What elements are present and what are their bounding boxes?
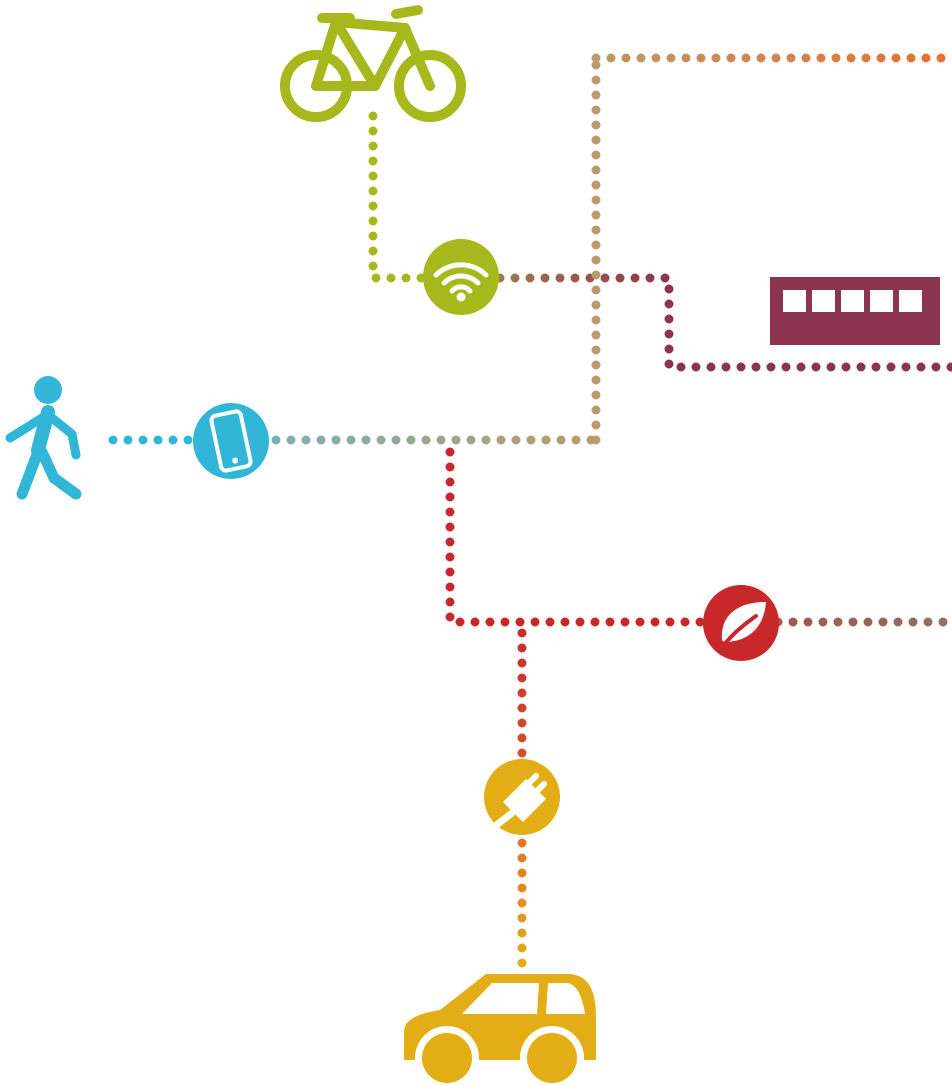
person-walking-icon: [5, 376, 82, 500]
smartphone-node: [193, 403, 269, 479]
bicycle-icon: [280, 5, 466, 122]
wifi-icon: [433, 262, 489, 294]
charging-node: [484, 759, 560, 835]
tram-icon: [770, 277, 940, 345]
smartphone-icon: [209, 409, 253, 473]
car-icon: [404, 974, 596, 1085]
route-lines: [108, 53, 952, 970]
eco-node: [703, 585, 779, 661]
wifi-node: [423, 239, 499, 315]
wifi-to-tram-line: [495, 273, 952, 372]
plug-icon: [490, 773, 547, 831]
bike-to-wifi-line: [368, 111, 430, 283]
eco-branch-line: [445, 447, 710, 627]
leaf-icon: [721, 602, 766, 642]
